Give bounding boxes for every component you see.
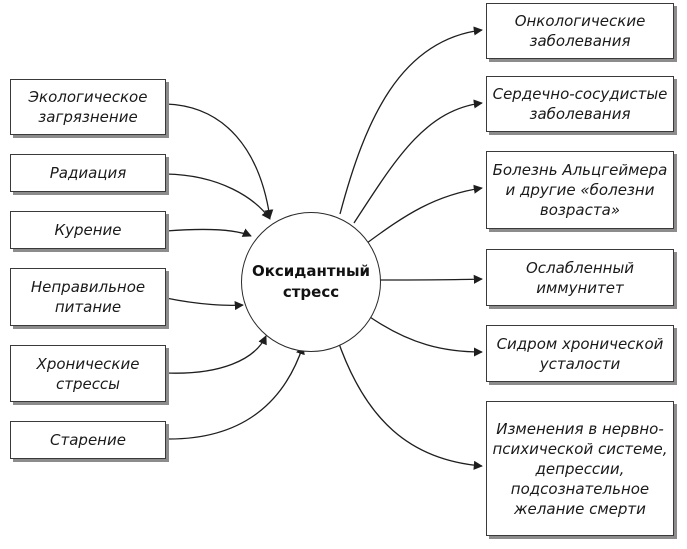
effect-box-fatigue: Сидром хронической усталости — [486, 325, 674, 382]
arrow-effect-cardiovascular — [353, 99, 483, 224]
cause-box-nutrition: Неправильное питание — [10, 268, 166, 326]
arrow-cause-smoking — [165, 228, 252, 237]
cause-box-radiation: Радиация — [10, 154, 166, 192]
arrow-effect-immunity — [376, 274, 483, 284]
arrow-cause-ecology — [165, 103, 274, 219]
effect-box-oncology: Онкологические заболевания — [486, 3, 674, 59]
arrow-effect-oncology — [339, 26, 483, 215]
cause-box-ecology: Экологическое загрязнение — [10, 79, 166, 135]
arrow-cause-nutrition — [165, 297, 244, 311]
cause-box-smoking: Курение — [10, 211, 166, 249]
effect-box-alzheimer: Болезнь Альцгеймера и другие «болезни во… — [486, 151, 674, 229]
center-node: Оксидантный стресс — [241, 212, 381, 352]
arrow-effect-fatigue — [366, 314, 483, 357]
arrow-cause-aging — [165, 345, 305, 440]
effect-box-nervous-system: Изменения в нервно- психической системе,… — [486, 401, 674, 536]
cause-box-aging: Старение — [10, 421, 166, 459]
arrow-effect-nervous — [336, 337, 483, 470]
arrow-effect-alzheimer — [366, 184, 483, 244]
arrow-cause-radiation — [165, 173, 271, 220]
arrow-cause-chronic-stress — [165, 335, 267, 374]
effect-box-cardiovascular: Сердечно-сосудистые заболевания — [486, 76, 674, 132]
effect-box-immunity: Ослабленный иммунитет — [486, 249, 674, 306]
cause-box-chronic-stress: Хронические стрессы — [10, 345, 166, 402]
